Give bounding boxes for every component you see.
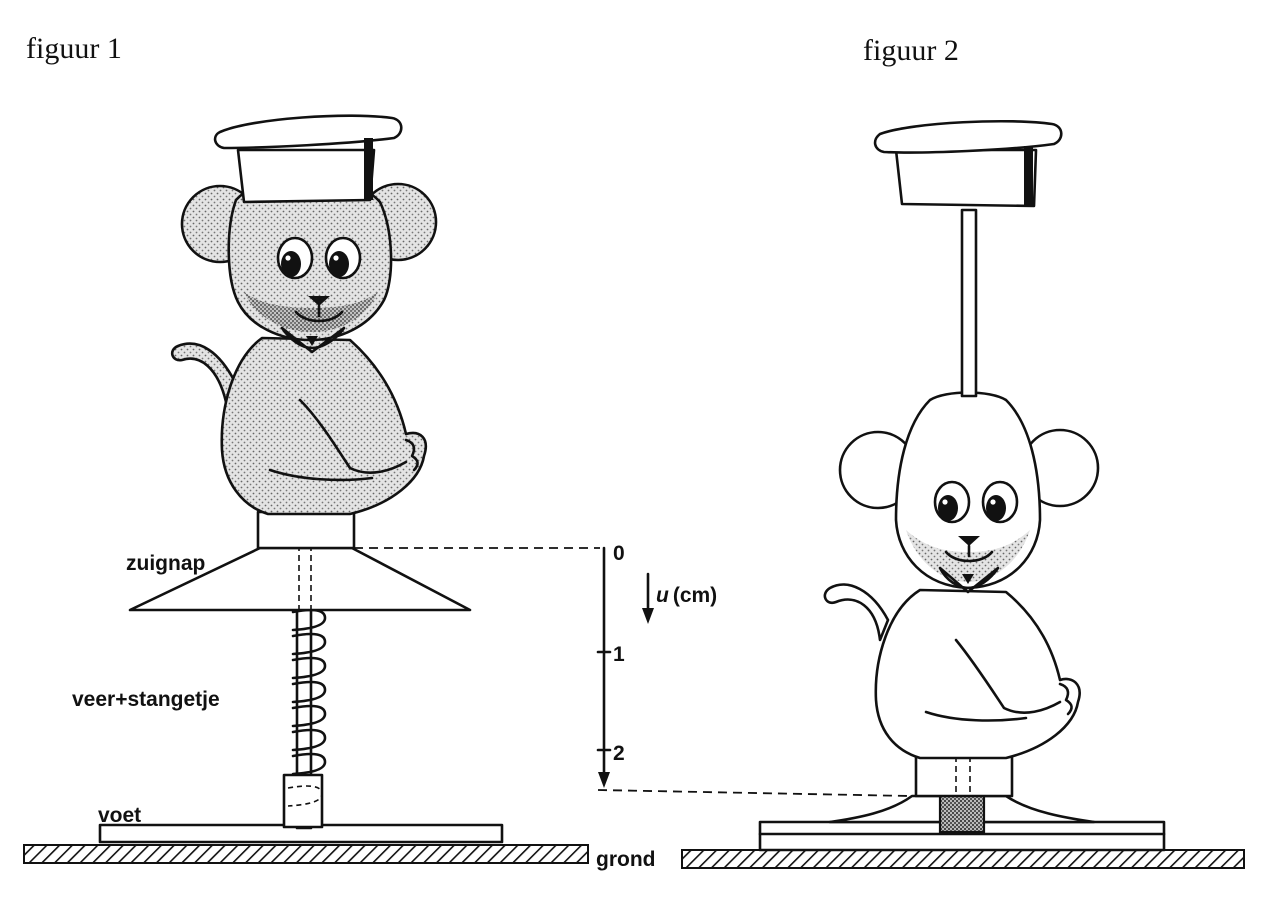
label-suction-cup: zuignap (126, 552, 205, 575)
head-2 (894, 391, 1042, 590)
tick-1: 1 (613, 643, 625, 666)
tick-2: 2 (613, 742, 625, 765)
label-foot: voet (98, 804, 141, 827)
figure-2-toy (681, 119, 1245, 869)
pole (960, 208, 978, 398)
body-2 (874, 588, 1081, 760)
tick-0: 0 (613, 542, 625, 565)
body (220, 336, 427, 516)
sailor-hat (213, 114, 403, 204)
ground-label: grond (596, 848, 655, 871)
figure-1-title: figuur 1 (26, 32, 122, 65)
tail (170, 342, 240, 404)
figure-1-toy (23, 114, 589, 864)
ground-hatch-left (23, 844, 589, 864)
label-spring-rod: veer+stangetje (72, 688, 220, 711)
displacement-scale (354, 546, 911, 797)
axis-variable: u (656, 584, 669, 607)
nose (308, 296, 330, 306)
axis-label-u: u(cm) (656, 584, 717, 607)
ground-hatch-right (681, 849, 1245, 869)
sailor-hat-2 (873, 119, 1063, 208)
neck-collar-2 (914, 754, 1014, 798)
neck-collar (256, 510, 356, 550)
axis-unit: (cm) (673, 584, 717, 607)
figure-2-title: figuur 2 (863, 34, 959, 67)
